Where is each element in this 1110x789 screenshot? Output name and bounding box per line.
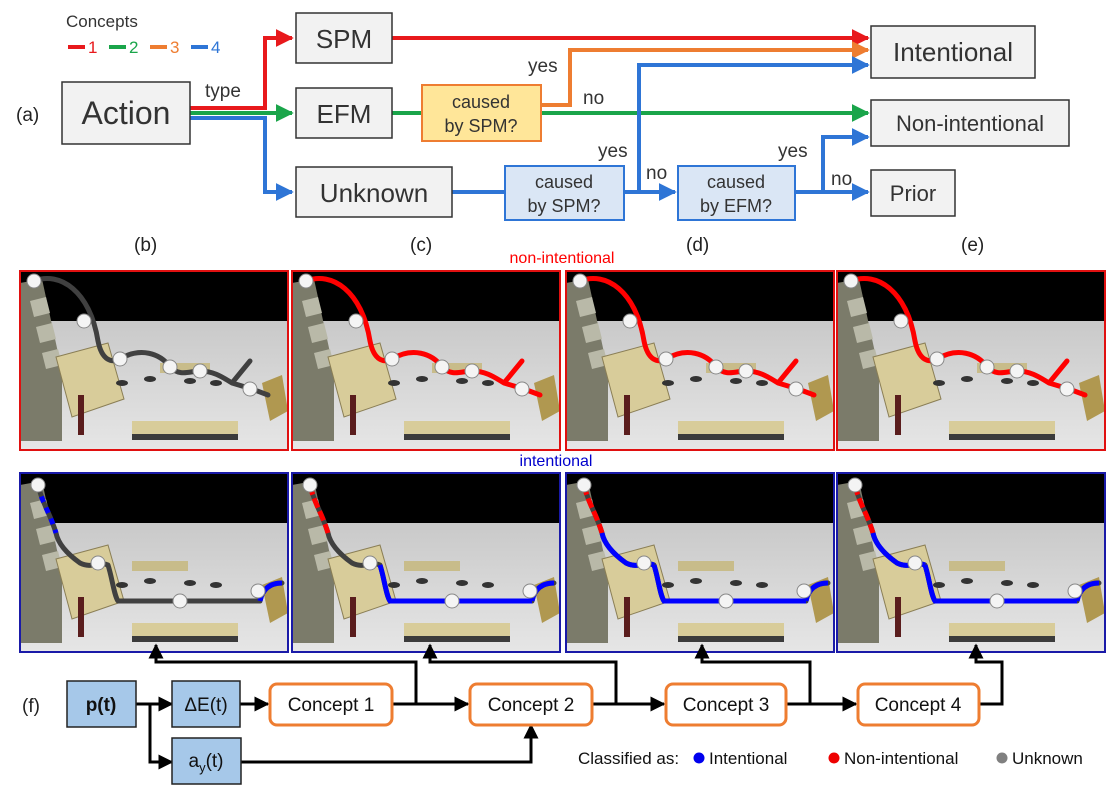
row-label-intentional: intentional	[520, 453, 593, 470]
legend-non-intentional-dot	[828, 752, 840, 764]
legend-intentional-label: Intentional	[709, 749, 787, 768]
node-efm: EFM	[295, 87, 393, 139]
process-de-label: ΔE(t)	[184, 695, 227, 716]
caused-spm-2-line2: by SPM?	[527, 196, 600, 216]
node-spm: SPM	[295, 12, 393, 64]
frame-top-1	[19, 270, 289, 451]
label-yes-3: yes	[778, 141, 808, 162]
frame-top-4	[836, 270, 1106, 451]
concept-2-box: Concept 2	[468, 682, 594, 727]
concept-3-box: Concept 3	[664, 682, 788, 727]
legend-intentional-dot	[693, 752, 705, 764]
edge-caused-spm-yes	[541, 41, 870, 107]
process-p-label: p(t)	[86, 695, 117, 716]
concept-4-box-label: Concept 4	[875, 695, 962, 716]
simulation-frames	[19, 270, 1106, 653]
frame-bot-1	[19, 472, 289, 653]
pipeline-panel-f: (f) p(t) ΔE(t) ay(t) Co	[22, 643, 1083, 785]
concepts-legend: 1 2 3 4	[68, 38, 220, 57]
caused-spm-1-line2: by SPM?	[444, 116, 517, 136]
edge-concept1-frame-b	[148, 643, 418, 704]
node-non-intentional-label: Non-intentional	[896, 111, 1044, 136]
label-no-1: no	[583, 88, 604, 109]
concepts-legend-title: Concepts	[66, 12, 138, 31]
node-efm-label: EFM	[317, 99, 372, 129]
concept-2-label: 2	[129, 38, 138, 57]
node-unknown: Unknown	[295, 166, 453, 218]
edge-concept4-frame-e	[968, 643, 1004, 706]
caused-spm-1-line1: caused	[452, 92, 510, 112]
caused-efm-line2: by EFM?	[700, 196, 772, 216]
label-no-2: no	[646, 163, 667, 184]
classification-legend: Classified as: Intentional Non-intention…	[578, 749, 1083, 768]
node-intentional: Intentional	[870, 25, 1036, 79]
type-label: type	[205, 81, 241, 102]
edge-caused-efm-yes	[821, 128, 870, 192]
row-label-non-intentional: non-intentional	[510, 250, 615, 267]
classification-prefix: Classified as:	[578, 749, 679, 768]
node-intentional-label: Intentional	[893, 37, 1013, 67]
process-ay: ay(t)	[171, 737, 242, 785]
panel-label-a: (a)	[16, 105, 39, 126]
concept-3-box-label: Concept 3	[683, 695, 770, 716]
caused-spm-2-line1: caused	[535, 172, 593, 192]
panel-label-e: (e)	[961, 235, 984, 256]
node-spm-label: SPM	[316, 24, 372, 54]
edge-caused-spm-yes-blue	[637, 56, 870, 192]
concept-4-box: Concept 4	[856, 682, 981, 727]
node-caused-by-efm: caused by EFM?	[677, 165, 796, 221]
legend-unknown-label: Unknown	[1012, 749, 1083, 768]
concept-2-box-label: Concept 2	[488, 695, 575, 716]
concept-1-box: Concept 1	[268, 682, 394, 727]
edge-concept3-frame-d	[694, 643, 812, 704]
node-caused-by-spm-blue: caused by SPM?	[504, 165, 625, 221]
edge-action-unknown	[190, 116, 294, 201]
panel-label-f: (f)	[22, 696, 40, 717]
frame-top-3	[565, 270, 835, 451]
process-ay-label: ay(t)	[188, 751, 223, 775]
panel-label-d: (d)	[686, 235, 709, 256]
edge-p-ay	[148, 704, 174, 770]
frame-bot-2	[291, 472, 561, 653]
node-caused-by-spm-orange: caused by SPM?	[421, 84, 542, 142]
label-yes-1: yes	[528, 56, 558, 77]
node-action-label: Action	[82, 95, 171, 131]
concept-1-box-label: Concept 1	[288, 695, 375, 716]
edge-action-spm	[190, 29, 294, 110]
flowchart-panel-a: Concepts 1 2 3 4 (a)	[16, 12, 1070, 221]
process-de: ΔE(t)	[171, 680, 241, 728]
frame-top-2	[291, 270, 561, 451]
process-p: p(t)	[66, 680, 137, 728]
flowchart-edges	[190, 29, 870, 201]
node-prior: Prior	[870, 169, 956, 217]
node-prior-label: Prior	[890, 181, 936, 206]
node-non-intentional: Non-intentional	[870, 99, 1070, 147]
edge-ay-concept2	[241, 723, 539, 764]
concept-3-label: 3	[170, 38, 179, 57]
label-yes-2: yes	[598, 141, 628, 162]
node-unknown-label: Unknown	[320, 178, 428, 208]
legend-non-intentional-label: Non-intentional	[844, 749, 958, 768]
concept-1-label: 1	[88, 38, 97, 57]
caused-efm-line1: caused	[707, 172, 765, 192]
panel-label-b: (b)	[134, 235, 157, 256]
concept-4-label: 4	[211, 38, 220, 57]
label-no-3: no	[831, 169, 852, 190]
frame-bot-3	[565, 472, 835, 653]
node-action: Action	[61, 81, 191, 145]
edge-concept2-frame-c	[422, 643, 618, 704]
panel-label-c: (c)	[410, 235, 432, 256]
legend-unknown-dot	[996, 752, 1008, 764]
frame-bot-4	[836, 472, 1106, 653]
pipeline-edges	[136, 643, 1004, 770]
